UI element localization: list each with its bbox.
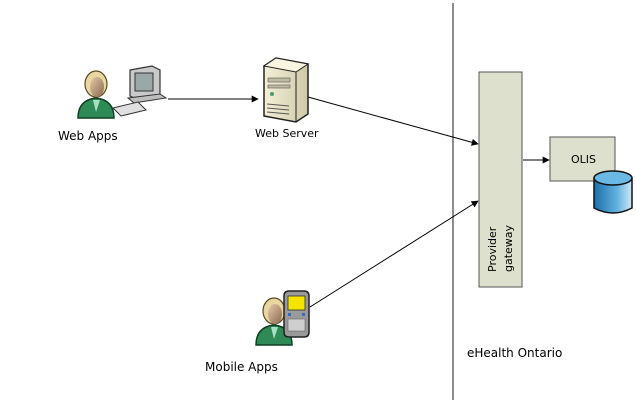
- user-icon: [77, 70, 115, 119]
- web-apps-node[interactable]: Web Apps: [58, 65, 168, 143]
- database-icon: [593, 170, 633, 214]
- edge-webserver-to-gateway: [307, 96, 479, 146]
- web-server-node[interactable]: Web Server: [255, 57, 319, 140]
- web-server-label: Web Server: [255, 127, 319, 140]
- provider-gateway-box: [478, 71, 523, 288]
- web-apps-label: Web Apps: [58, 129, 118, 143]
- provider-gateway-node[interactable]: Provider gateway: [478, 71, 523, 288]
- user-icon: [255, 297, 293, 346]
- olis-node[interactable]: OLIS: [549, 136, 633, 214]
- provider-gateway-label-line1: Provider: [486, 226, 499, 272]
- edge-mobile-to-gateway: [309, 200, 479, 308]
- mobile-apps-node[interactable]: Mobile Apps: [205, 290, 310, 374]
- mobile-apps-label: Mobile Apps: [205, 360, 278, 374]
- provider-gateway-label-line2: gateway: [502, 224, 515, 272]
- server-icon: [262, 57, 310, 123]
- olis-label: OLIS: [571, 153, 596, 166]
- computer-icon: [112, 65, 168, 117]
- ehealth-ontario-label: eHealth Ontario: [467, 346, 562, 360]
- phone-icon: [283, 290, 310, 338]
